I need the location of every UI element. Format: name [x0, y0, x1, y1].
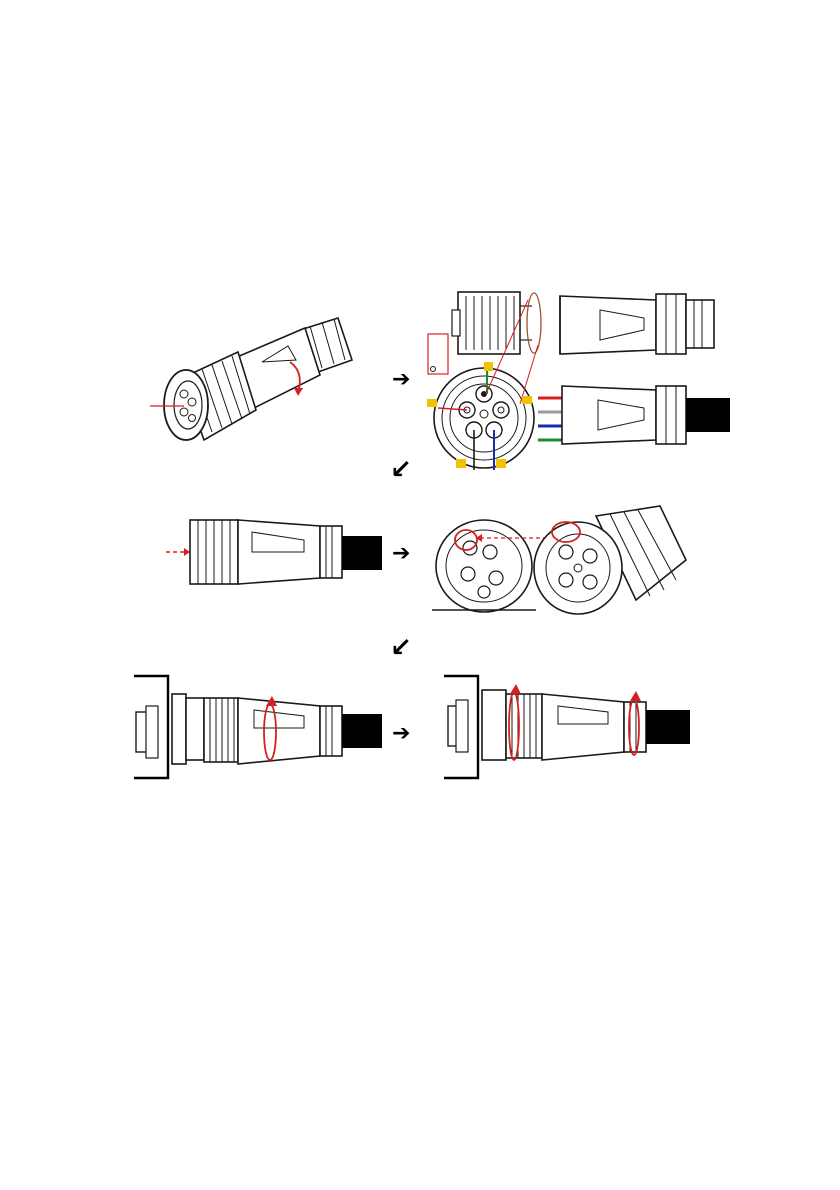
step-1-assembled-connector [150, 318, 352, 440]
step-2-wired-body [538, 386, 730, 444]
highlight-ellipse [527, 293, 541, 353]
flow-arrow-down-left-icon: ↙ [390, 455, 412, 485]
marker-l3 [522, 396, 532, 404]
flow-arrow-right-icon-2: ➔ [392, 541, 410, 566]
flow-arrow-right-icon: ➔ [392, 367, 410, 392]
flow-arrow-down-left-icon-2: ↙ [390, 633, 412, 663]
step-2-body-shell [560, 294, 714, 354]
cable [342, 536, 382, 570]
marker-pe [496, 459, 506, 468]
cable [342, 714, 382, 748]
marker-l2 [427, 399, 437, 407]
cable [646, 710, 690, 744]
step-3-closed-connector [166, 520, 382, 584]
cable [686, 398, 730, 432]
step-4-socket-face [432, 520, 536, 612]
step-5-mounting [134, 676, 382, 778]
marker-l1 [484, 362, 493, 371]
step-4-plug-face [534, 506, 686, 614]
marker-n [456, 459, 466, 468]
flow-arrow-right-icon-3: ➔ [392, 721, 410, 746]
step-6-tightened [444, 676, 690, 778]
